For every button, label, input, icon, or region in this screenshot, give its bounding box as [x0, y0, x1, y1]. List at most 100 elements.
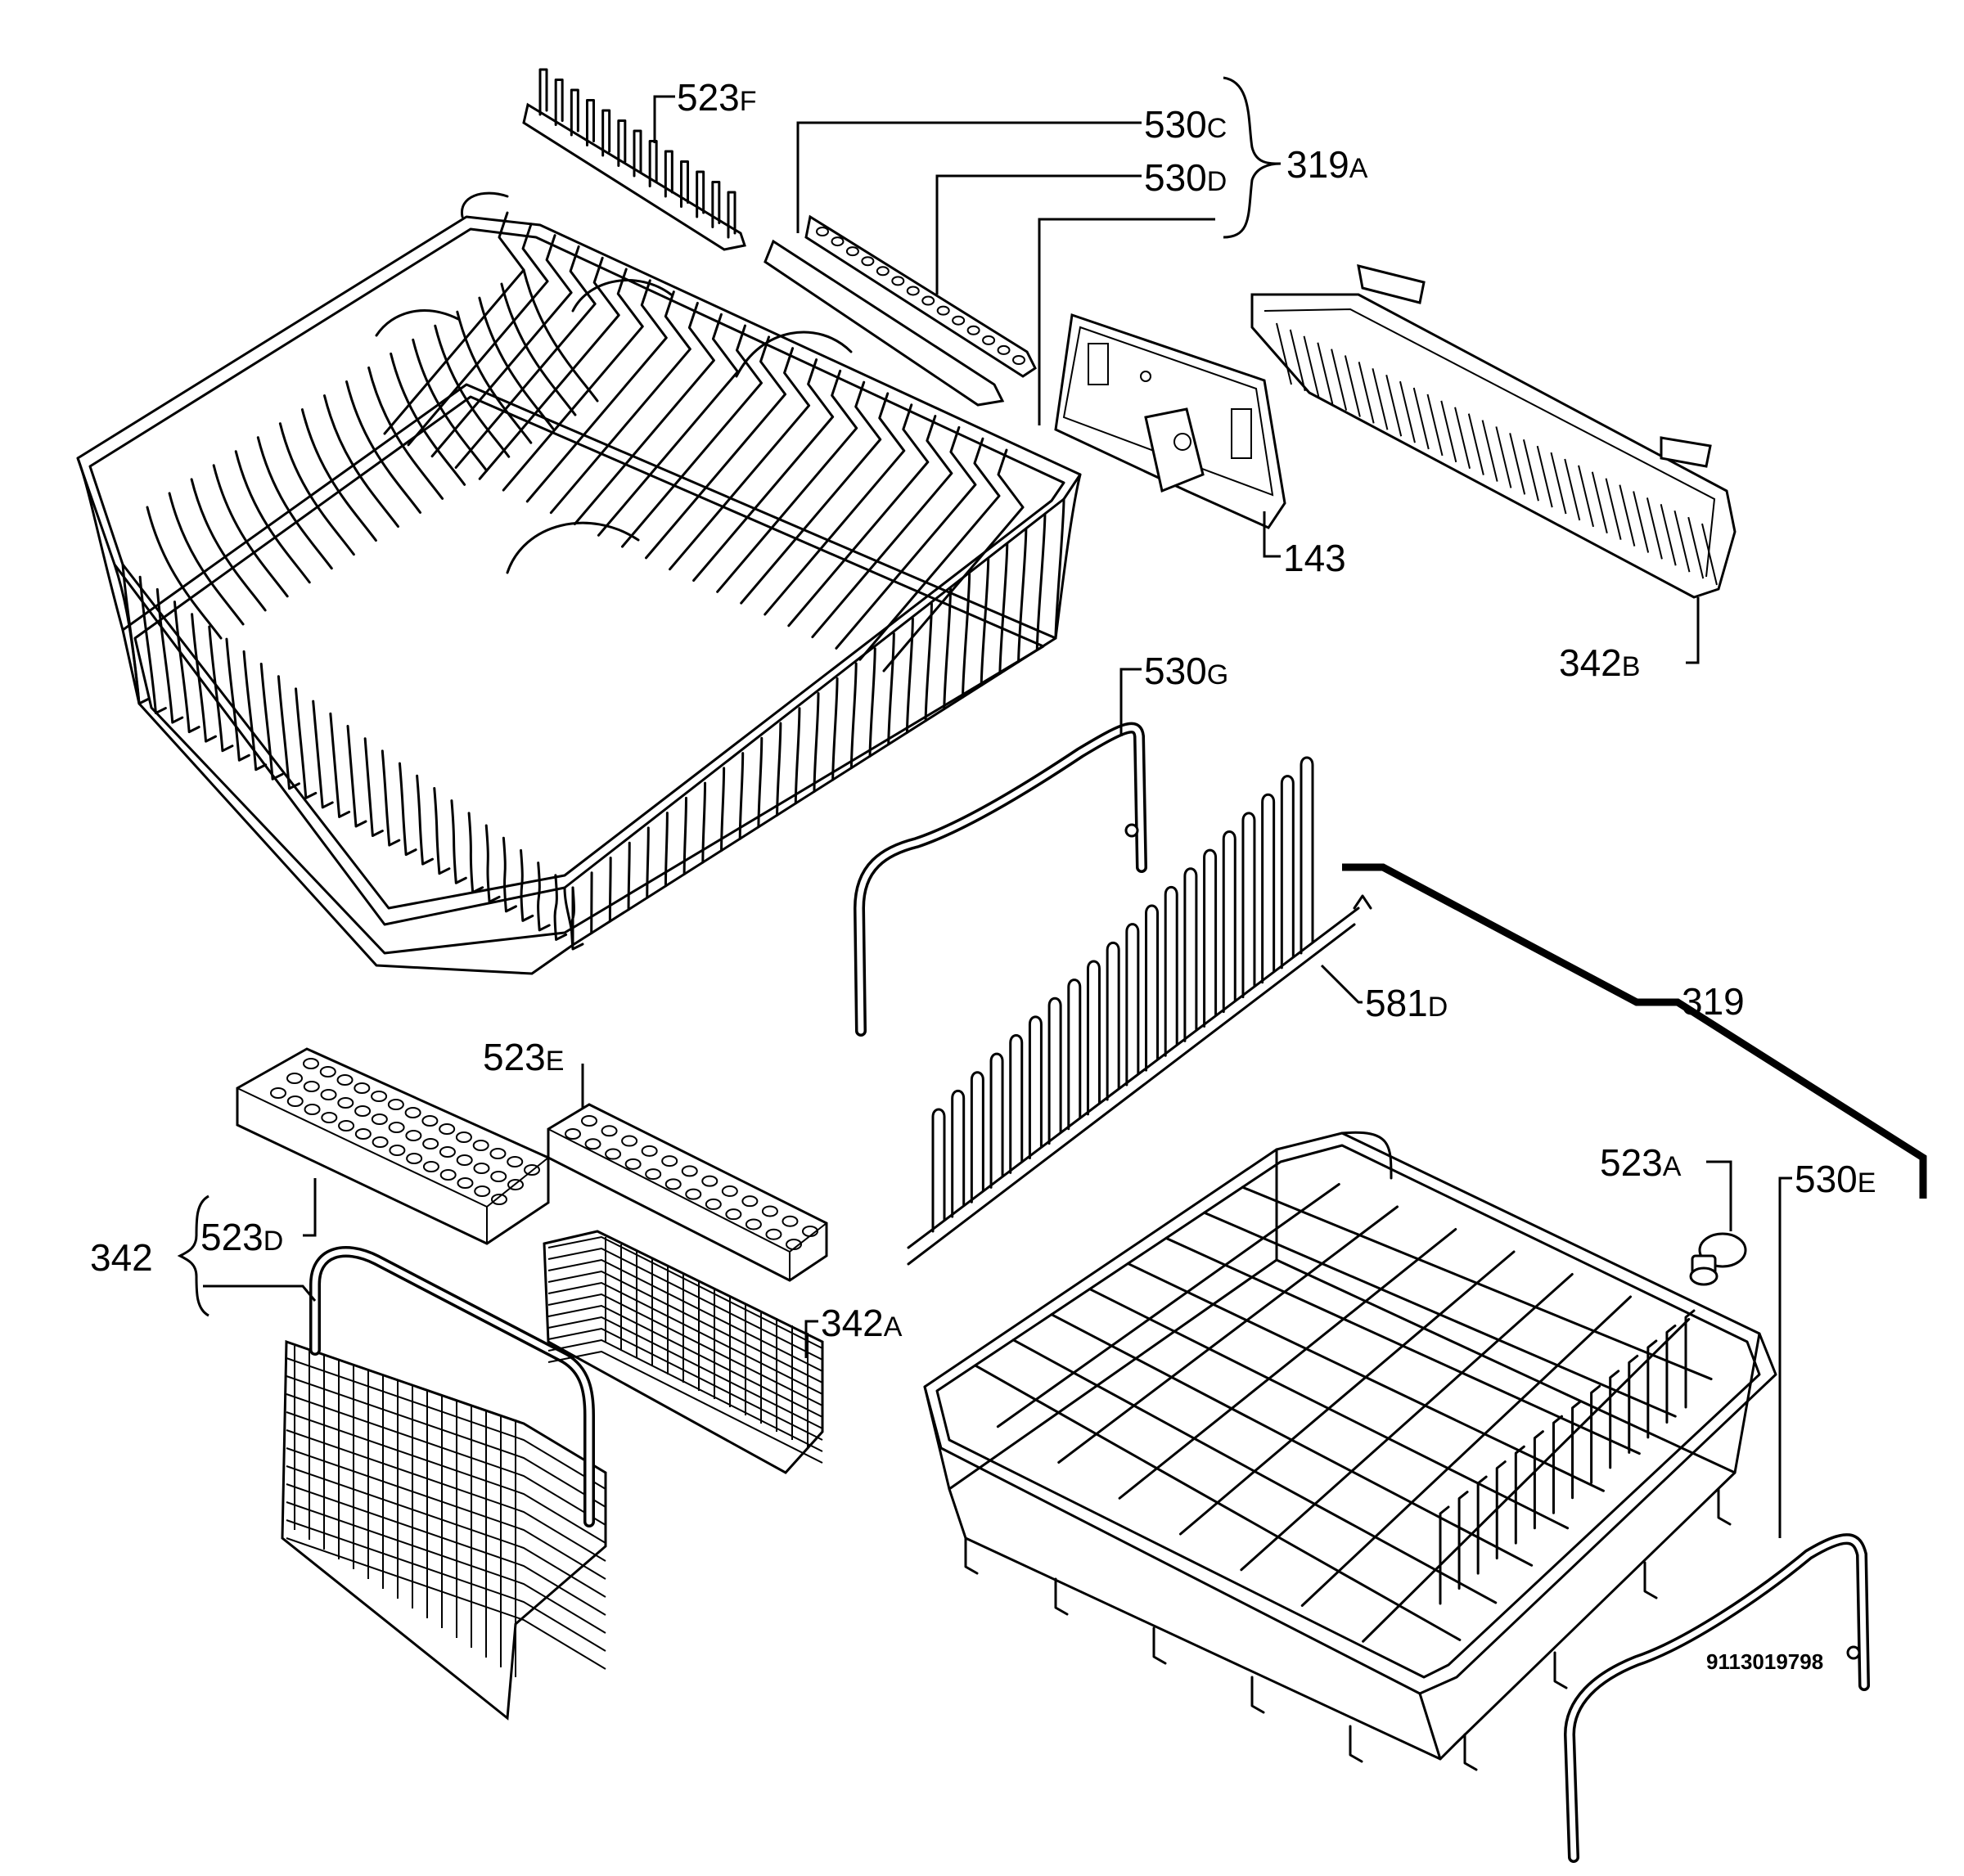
plate-rack-tine [1106, 941, 1120, 1101]
lower-basket-foot [1463, 1733, 1478, 1771]
lid-hole [605, 1148, 622, 1160]
small-basket-slat [547, 1235, 823, 1349]
label-523A: 523A [1600, 1141, 1682, 1184]
lid-523E-drawing [547, 1103, 828, 1282]
lid-hole [802, 1226, 818, 1237]
rail-hole [831, 236, 845, 247]
upper-basket-tine [138, 575, 167, 715]
side-basket-slot [1303, 335, 1320, 398]
plate-rack-tine [1164, 885, 1178, 1057]
upper-basket-side-tine [998, 542, 1009, 675]
rail-530E-drawing [1564, 1533, 1870, 1863]
lid-hole [389, 1145, 406, 1156]
lid-hole [354, 1105, 372, 1117]
comb-tine [711, 181, 721, 228]
side-basket-slot [1426, 394, 1444, 457]
lid-hole [406, 1153, 423, 1164]
upper-basket-drawing [76, 191, 1082, 975]
upper-basket-tine [553, 874, 568, 941]
comb-tine [554, 79, 564, 126]
plate-rack-tine [1145, 904, 1160, 1072]
plate-rack-tine [1028, 1015, 1043, 1160]
upper-basket-side-tine [813, 692, 820, 793]
side-basket-slot [1317, 342, 1334, 404]
lid-523D-drawing [236, 1047, 550, 1245]
cutlery-basket-slat [286, 1483, 606, 1616]
rail-hole [952, 315, 966, 326]
lower-basket-grid-wire [1362, 1318, 1691, 1643]
upper-basket-tine [484, 824, 501, 903]
small-basket-slat [547, 1281, 823, 1395]
upper-basket-rack-tine [212, 464, 289, 598]
lid-hole [337, 1097, 354, 1109]
lower-basket-grid-wire [1118, 1228, 1457, 1500]
upper-basket-side-tine [905, 617, 914, 734]
upper-basket-tine [225, 637, 250, 762]
upper-basket-rack-tine [367, 366, 444, 500]
lid-hole [491, 1194, 507, 1205]
side-basket-slot [1289, 329, 1306, 392]
lid-hole [765, 1228, 782, 1240]
upper-basket-rack-tine [645, 335, 787, 560]
lid-hole [304, 1104, 321, 1115]
side-basket-drawing [1250, 263, 1737, 599]
lower-basket-tine [1476, 1475, 1488, 1575]
cutlery-basket-slat [286, 1501, 606, 1634]
lid-hole [507, 1156, 524, 1167]
upper-basket-rack-tine [412, 338, 489, 472]
upper-basket-rack-tine [430, 234, 573, 458]
plate-rack-tine [989, 1052, 1004, 1189]
upper-basket-rack-tine [456, 310, 533, 444]
label-523F: 523F [677, 76, 757, 119]
side-basket-slot [1358, 362, 1375, 424]
upper-basket-side-tine [701, 781, 707, 864]
upper-basket-tine [520, 848, 534, 922]
upper-basket-tine [381, 749, 401, 847]
cutlery-basket-slat [286, 1393, 606, 1526]
lid-hole [371, 1113, 388, 1125]
side-basket-slot [1495, 426, 1512, 488]
upper-basket-rack-tine [300, 408, 377, 542]
plate-rack-tine [1067, 978, 1082, 1131]
upper-basket-rack-tine [525, 279, 668, 503]
cutlery-basket-slat [286, 1429, 606, 1562]
lower-basket-foot [1250, 1676, 1265, 1714]
lid-hole [439, 1123, 456, 1135]
upper-basket-rack-tine [835, 425, 977, 650]
comb-tine [664, 150, 673, 198]
lower-basket-foot [1152, 1626, 1167, 1665]
plate-rack-tine [1086, 960, 1101, 1116]
lower-basket-tine [1533, 1430, 1544, 1530]
lid-hole [782, 1215, 799, 1227]
upper-basket-rack-tine [620, 324, 763, 548]
side-basket-slot [1619, 484, 1636, 547]
label-342A: 342A [821, 1302, 903, 1344]
upper-basket-rack-tine [522, 268, 599, 403]
upper-basket-rack-tine [597, 313, 739, 537]
lid-hole [405, 1130, 422, 1141]
lid-hole [286, 1073, 303, 1084]
side-basket-slot [1385, 374, 1403, 437]
small-basket-slat [547, 1350, 823, 1464]
upper-basket-side-tine [627, 841, 631, 911]
upper-basket-side-tine [980, 557, 990, 687]
upper-basket-side-tine [664, 812, 669, 888]
upper-basket-tine [346, 725, 367, 828]
upper-basket-side-tine [962, 572, 971, 699]
lid-hole [489, 1148, 507, 1159]
lid-hole [270, 1087, 286, 1099]
side-basket-slot [1633, 491, 1650, 553]
lower-basket-foot [1349, 1725, 1363, 1763]
lid-hole [786, 1239, 802, 1250]
lid-hole [336, 1074, 354, 1086]
comb-tine [601, 109, 611, 157]
lid-hole [422, 1138, 439, 1149]
side-basket-slot [1522, 439, 1539, 502]
upper-basket-tine [416, 774, 435, 866]
rail-hole [921, 295, 935, 306]
lid-hole [421, 1115, 439, 1127]
lid-hole [664, 1178, 682, 1190]
upper-basket-rack-tine [716, 369, 858, 593]
lid-hole [685, 1188, 702, 1200]
lid-hole [439, 1146, 456, 1158]
